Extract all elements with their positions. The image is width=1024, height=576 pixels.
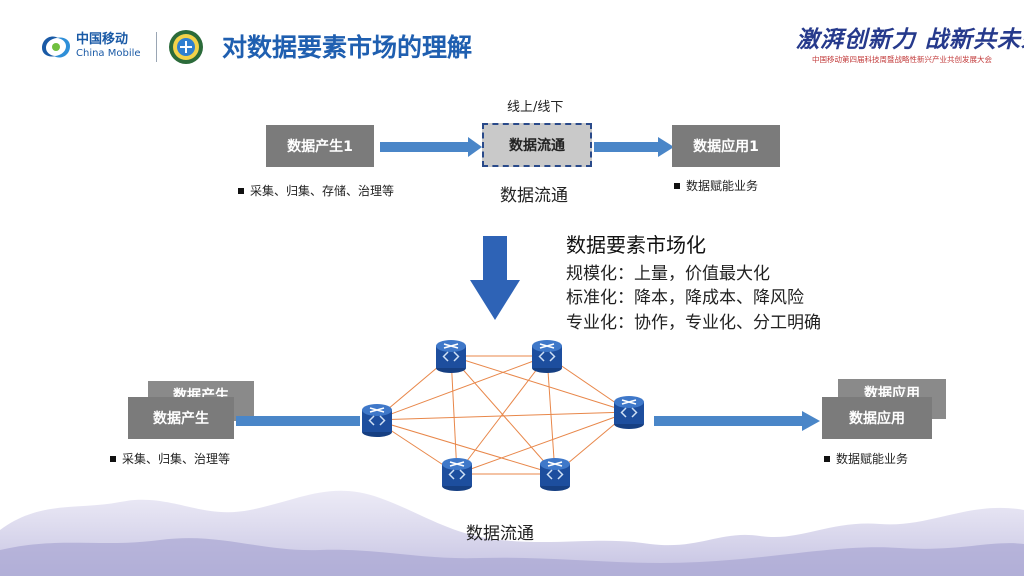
conference-subtitle: 中国移动第四届科技周暨战略性新兴产业共创发展大会	[812, 55, 992, 64]
arrow-right-icon	[654, 411, 820, 431]
network-mesh	[374, 355, 630, 475]
bullet-square-icon	[238, 187, 244, 194]
market-line-professional: 专业化：协作，专业化、分工明确	[566, 313, 821, 333]
market-line-standard: 标准化：降本，降成本、降风险	[566, 288, 804, 308]
router-icon	[614, 396, 644, 429]
bullet-square-icon	[674, 182, 680, 189]
mountain-background	[0, 490, 1024, 576]
router-node-top-left	[434, 338, 468, 378]
data-produce-box: 数据产生	[128, 397, 234, 439]
page-title: 对数据要素市场的理解	[222, 33, 473, 62]
arrow-right-icon	[594, 137, 674, 157]
produce-bullet-text: 采集、归集、存储、治理等	[250, 184, 395, 198]
market-line-scale: 规模化：上量，价值最大化	[566, 264, 770, 284]
apply-bullet: 数据赋能业务	[674, 177, 758, 194]
router-icon	[362, 404, 392, 437]
router-icon	[532, 340, 562, 373]
logo-cn: 中国移动	[76, 32, 129, 47]
apply-bullet-text: 数据赋能业务	[686, 179, 759, 193]
data-apply-box: 数据应用	[822, 397, 932, 439]
mesh-lines	[374, 355, 630, 475]
bullet-square-icon	[110, 455, 116, 462]
arrow-down-icon	[470, 236, 520, 320]
china-mobile-logo-text: 中国移动 China Mobile	[76, 33, 146, 61]
router-node-bottom-left	[440, 456, 474, 496]
emblem-icon	[169, 30, 203, 64]
arrow-right-icon	[236, 416, 360, 426]
router-node-bottom-right	[538, 456, 572, 496]
china-mobile-logo-icon	[42, 36, 70, 58]
arrow-right-icon	[380, 137, 482, 157]
flow-caption: 数据流通	[500, 186, 568, 206]
market-title: 数据要素市场化	[566, 233, 706, 257]
bottom-produce-bullet-text: 采集、归集、治理等	[122, 452, 231, 466]
router-node-right	[612, 394, 646, 434]
bottom-apply-bullet: 数据赋能业务	[824, 450, 908, 467]
router-icon	[436, 340, 466, 373]
data-produce-1-box: 数据产生1	[266, 125, 374, 167]
online-offline-label: 线上/线下	[507, 100, 564, 115]
router-icon	[442, 458, 472, 491]
router-node-left	[360, 402, 394, 442]
data-apply-1-box: 数据应用1	[672, 125, 780, 167]
network-caption: 数据流通	[466, 524, 534, 544]
router-icon	[540, 458, 570, 491]
bottom-apply-bullet-text: 数据赋能业务	[836, 452, 909, 466]
bottom-produce-bullet: 采集、归集、治理等	[110, 450, 230, 467]
bullet-square-icon	[824, 455, 830, 462]
header-divider	[156, 32, 157, 62]
logo-en: China Mobile	[76, 48, 141, 59]
data-flow-box: 数据流通	[482, 123, 592, 167]
produce-bullet: 采集、归集、存储、治理等	[238, 182, 394, 199]
router-node-top-right	[530, 338, 564, 378]
slogan: 激湃创新力 战新共未来	[796, 26, 1024, 53]
